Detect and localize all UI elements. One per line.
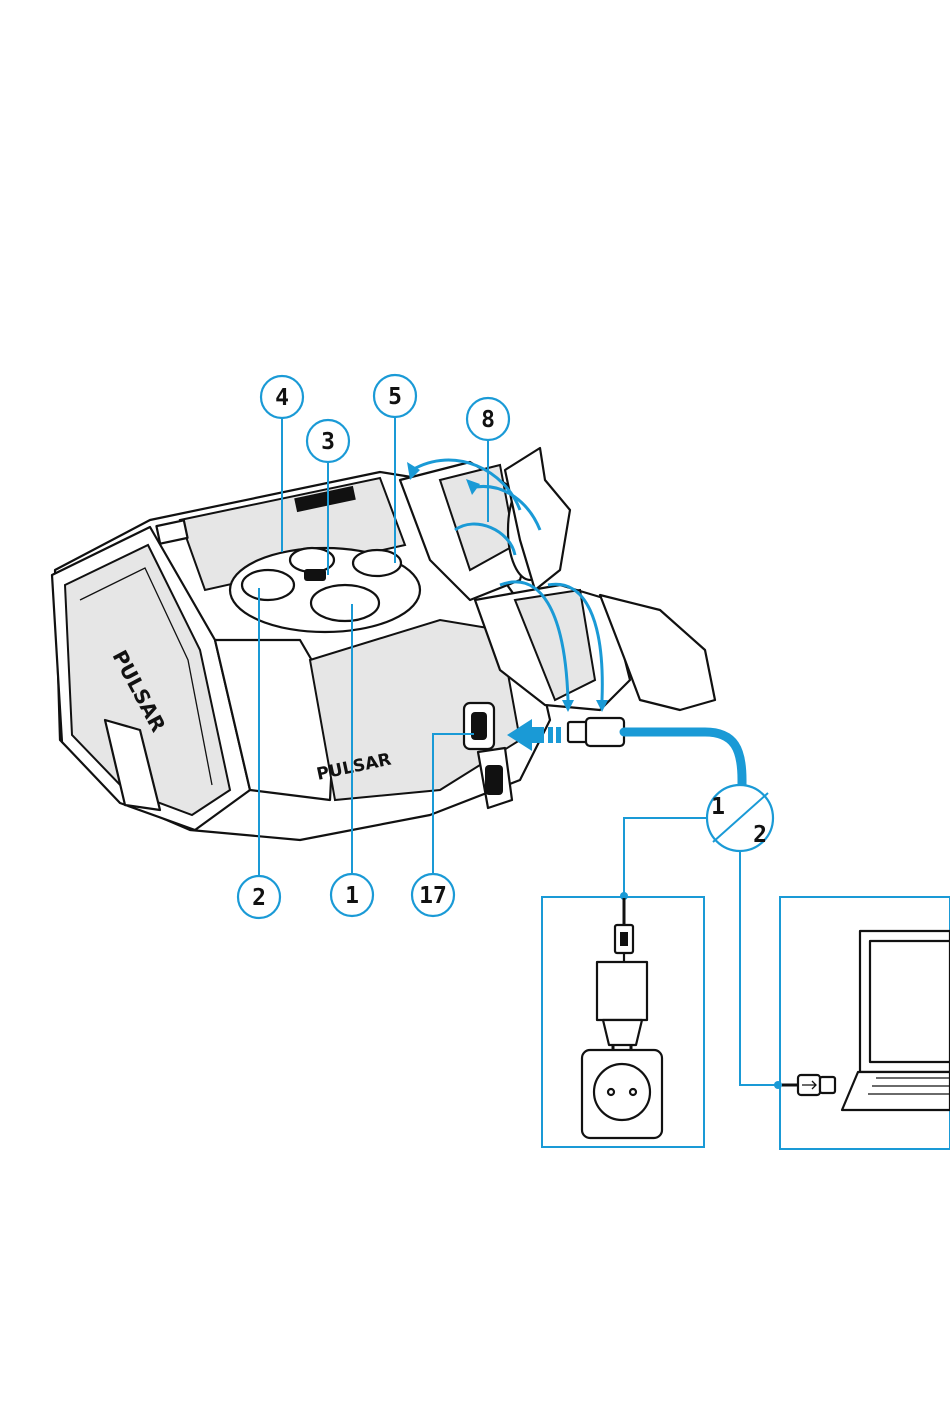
usb-c-cable xyxy=(568,718,742,798)
branch-lines xyxy=(620,818,782,1089)
option-split-bottom: 2 xyxy=(753,822,767,848)
svg-text:8: 8 xyxy=(481,407,495,433)
computer-panel xyxy=(780,897,950,1149)
charger-panel xyxy=(542,897,704,1147)
option-split-top: 1 xyxy=(711,794,725,820)
svg-text:4: 4 xyxy=(275,385,289,411)
usb-a-plug xyxy=(782,1075,835,1095)
svg-text:5: 5 xyxy=(388,384,402,410)
laptop-icon xyxy=(842,931,950,1110)
power-socket-icon xyxy=(582,1050,662,1138)
svg-text:2: 2 xyxy=(252,885,266,911)
svg-text:1: 1 xyxy=(345,883,359,909)
thermal-binocular-icon: PULSAR PULSAR xyxy=(52,448,715,840)
svg-text:17: 17 xyxy=(419,883,447,909)
svg-text:3: 3 xyxy=(321,429,335,455)
wall-charger-icon xyxy=(597,925,647,1062)
option-split-badge: 1 2 xyxy=(707,785,773,851)
